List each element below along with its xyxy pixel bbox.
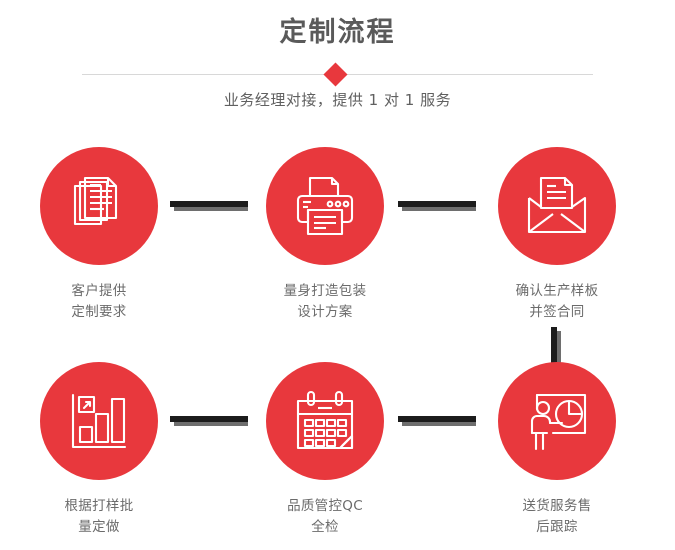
step-6-circle[interactable] xyxy=(498,362,616,480)
connector-shadow xyxy=(402,207,476,211)
step-4-label: 根据打样批 量定做 xyxy=(19,496,179,538)
step-4-label-line1: 根据打样批 xyxy=(64,498,134,514)
connector-shadow xyxy=(174,422,248,426)
calendar-icon xyxy=(296,390,354,450)
printer-icon xyxy=(296,176,354,236)
connector-step2-step3 xyxy=(398,201,476,211)
step-5[interactable]: 品质管控QC 全检 xyxy=(245,362,405,538)
process-flow-diagram: 客户提供 定制要求 xyxy=(0,130,675,550)
connector-shadow xyxy=(557,331,561,369)
step-6-label: 送货服务售 后跟踪 xyxy=(477,496,637,538)
title-divider xyxy=(0,62,675,88)
step-3-label: 确认生产样板 并签合同 xyxy=(477,281,637,323)
connector-shadow xyxy=(402,422,476,426)
step-4-circle[interactable] xyxy=(40,362,158,480)
connector-bar xyxy=(398,201,476,207)
connector-bar xyxy=(170,201,248,207)
step-1-circle[interactable] xyxy=(40,147,158,265)
step-1-label-line1: 客户提供 xyxy=(71,283,127,299)
step-3[interactable]: 确认生产样板 并签合同 xyxy=(477,147,637,323)
step-2-label-line2: 设计方案 xyxy=(297,304,353,320)
connector-shadow xyxy=(174,207,248,211)
page-header: 定制流程 业务经理对接，提供 1 对 1 服务 xyxy=(0,0,675,130)
step-3-label-line2: 并签合同 xyxy=(529,304,585,320)
step-5-label-line2: 全检 xyxy=(311,519,339,535)
step-1[interactable]: 客户提供 定制要求 xyxy=(19,147,179,323)
connector-step3-step6 xyxy=(551,327,561,369)
presenter-pie-chart-icon xyxy=(530,393,587,451)
connector-step1-step2 xyxy=(170,201,248,211)
connector-step4-step5 xyxy=(170,416,248,426)
page-subtitle: 业务经理对接，提供 1 对 1 服务 xyxy=(223,91,452,109)
step-1-label: 客户提供 定制要求 xyxy=(19,281,179,323)
step-6-label-line2: 后跟踪 xyxy=(536,519,578,535)
step-2[interactable]: 量身打造包装 设计方案 xyxy=(245,147,405,323)
bar-chart-growth-icon xyxy=(71,393,127,449)
step-6[interactable]: 送货服务售 后跟踪 xyxy=(477,362,637,538)
diamond-icon xyxy=(323,62,348,87)
step-5-label: 品质管控QC 全检 xyxy=(245,496,405,538)
step-4[interactable]: 根据打样批 量定做 xyxy=(19,362,179,538)
documents-stack-icon xyxy=(73,176,118,226)
step-2-label: 量身打造包装 设计方案 xyxy=(245,281,405,323)
step-1-label-line2: 定制要求 xyxy=(71,304,127,320)
connector-bar xyxy=(398,416,476,422)
step-5-circle[interactable] xyxy=(266,362,384,480)
page-title: 定制流程 xyxy=(279,17,396,48)
envelope-document-icon xyxy=(527,176,587,234)
connector-step5-step6 xyxy=(398,416,476,426)
step-3-circle[interactable] xyxy=(498,147,616,265)
step-4-label-line2: 量定做 xyxy=(78,519,120,535)
step-3-label-line1: 确认生产样板 xyxy=(515,283,599,299)
step-2-circle[interactable] xyxy=(266,147,384,265)
step-2-label-line1: 量身打造包装 xyxy=(283,283,367,299)
connector-bar xyxy=(551,327,557,369)
step-6-label-line1: 送货服务售 xyxy=(522,498,592,514)
connector-bar xyxy=(170,416,248,422)
step-5-label-line1: 品质管控QC xyxy=(287,498,363,514)
